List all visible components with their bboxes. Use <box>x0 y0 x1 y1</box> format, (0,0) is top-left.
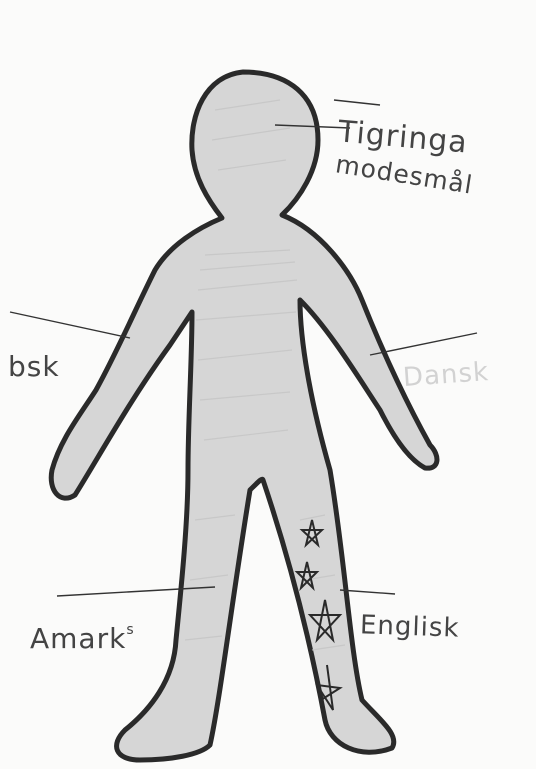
pointer-line-right-arm <box>370 333 477 355</box>
label-right-arm-language: Dansk <box>402 357 490 393</box>
label-right-leg-language: Englisk <box>360 610 460 643</box>
label-left-arm-language: bsk <box>8 350 60 383</box>
pointer-line-left-arm <box>10 312 130 338</box>
label-left-leg-text: Amark <box>30 622 126 655</box>
label-left-leg-language: Amarks <box>30 622 135 655</box>
pointer-line-head-upper <box>334 100 380 105</box>
label-left-leg-superscript: s <box>126 622 134 638</box>
